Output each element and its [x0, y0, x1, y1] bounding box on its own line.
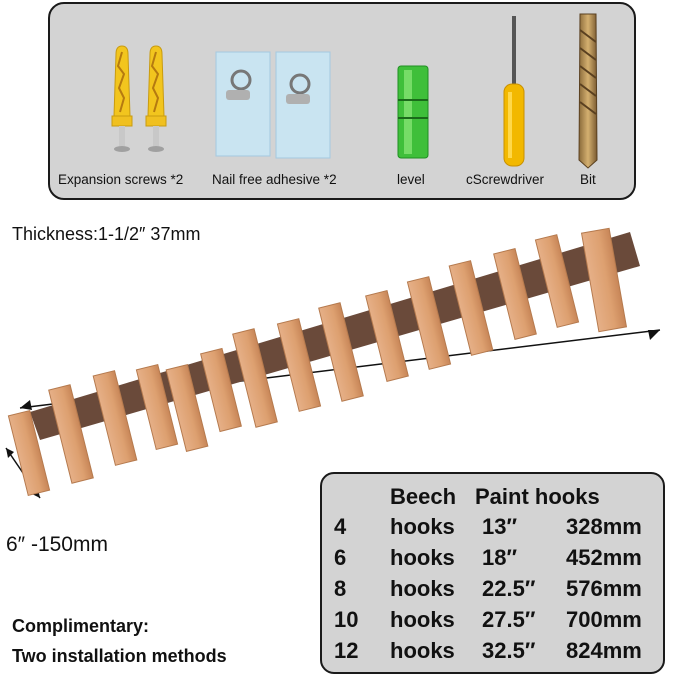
accessory-label-bit: Bit	[580, 172, 596, 187]
accessory-label-level: level	[397, 172, 425, 187]
spec-table: Beech Paint hooks 4 hooks 13″ 328mm 6 ho…	[320, 472, 665, 674]
spirit-level-icon	[397, 65, 429, 159]
depth-label: 6″ -150mm	[6, 533, 108, 556]
installation-methods-label: Two installation methods	[12, 646, 227, 666]
drill-bit-icon	[578, 13, 598, 169]
thickness-label: Thickness:1-1/2″ 37mm	[12, 224, 201, 244]
adhesive-hook-icon	[215, 51, 331, 159]
accessory-label-screwdriver: cScrewdriver	[466, 172, 545, 187]
coat-rack-illustration	[7, 227, 640, 497]
table-header-paint-hooks: Paint hooks	[475, 484, 600, 509]
accessory-label-adhesive: Nail free adhesive *2	[212, 172, 337, 187]
complimentary-label: Complimentary:	[12, 616, 150, 636]
screwdriver-icon	[503, 16, 525, 167]
accessories-panel	[48, 2, 636, 200]
expansion-screw-icon	[111, 45, 167, 152]
table-header-beech: Beech	[390, 484, 457, 509]
accessory-label-expansion-screws: Expansion screws *2	[58, 172, 184, 187]
